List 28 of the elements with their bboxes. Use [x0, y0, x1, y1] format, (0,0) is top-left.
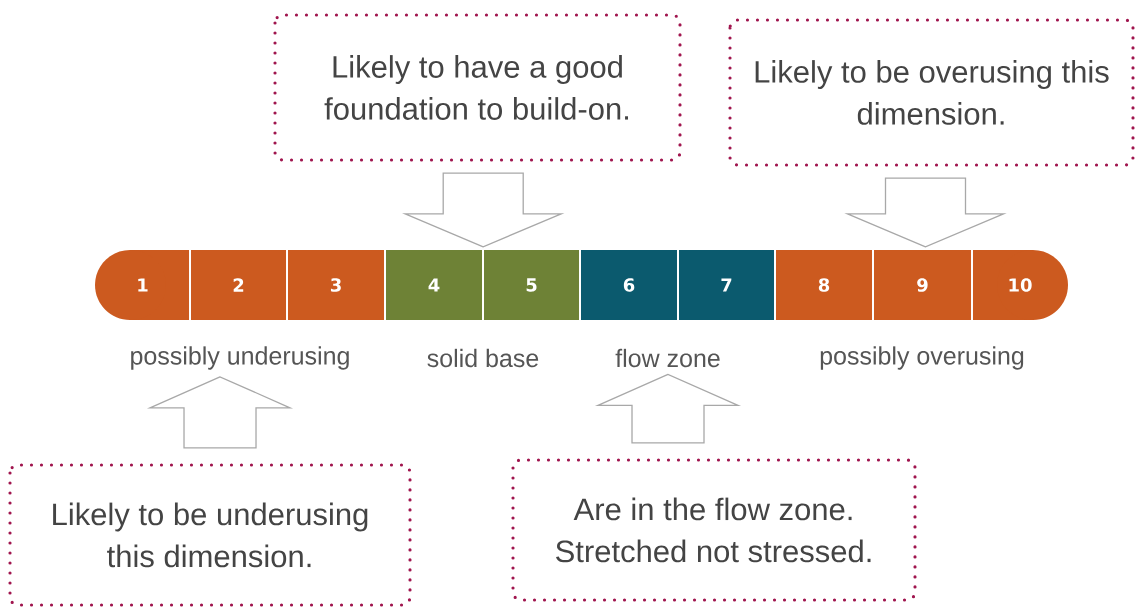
scale-segment: 4	[386, 250, 482, 320]
node-label: 9	[917, 278, 928, 292]
node-label: 3	[330, 278, 341, 292]
node-label: 4	[428, 278, 440, 292]
node-label: 1	[138, 278, 148, 292]
node-label: 5	[526, 278, 537, 292]
scale-segment: 5	[484, 250, 579, 320]
callout-box: Likely to be overusing this dimension.	[728, 18, 1135, 167]
node-label: 10	[1009, 278, 1032, 292]
node-label: 6	[623, 278, 635, 292]
scale-segment: 1	[95, 250, 189, 320]
scale-segment: 8	[776, 250, 872, 320]
scale-segment: 10	[973, 250, 1068, 320]
callout-box: Likely to have a good foundation to build-on.	[273, 13, 682, 162]
zone-label: flow zone	[615, 348, 720, 368]
node-label: 7	[721, 278, 732, 292]
zone-label: possibly overusing	[820, 346, 1024, 370]
scale-segment: 9	[874, 250, 971, 320]
zone-label: possibly underusing	[131, 346, 349, 370]
node-label: 8	[818, 278, 830, 292]
scale-segment: 6	[581, 250, 677, 320]
scale-segment: 2	[191, 250, 286, 320]
scale-segment: 7	[679, 250, 774, 320]
callout-box: Likely to be underusing this dimension.	[8, 463, 412, 607]
zone-label: solid base	[427, 348, 539, 368]
scale-segment: 3	[288, 250, 384, 320]
node-label: 2	[233, 278, 244, 292]
callout-box: Are in the flow zone. Stretched not stressed.	[511, 458, 917, 602]
